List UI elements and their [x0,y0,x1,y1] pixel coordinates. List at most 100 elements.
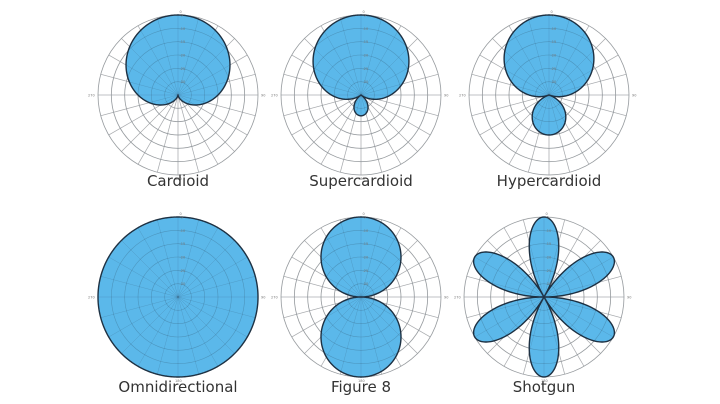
grid-spoke [543,296,585,367]
grid-spoke-overlay [360,219,382,298]
grid-spoke-overlay [503,227,545,298]
grid-ring-overlay [334,270,388,324]
grid-spoke-overlay [487,240,545,298]
db-tick-label: -15 [546,242,552,246]
grid-spoke-overlay [320,296,362,367]
grid-ring-overlay [495,41,603,149]
grid-spoke-overlay [137,296,179,367]
db-tick-label: -25 [363,269,369,273]
grid-ring-overlay [164,283,192,311]
grid-spoke-overlay [340,219,362,298]
db-tick-label: -20 [180,256,186,260]
grid-spoke-overlay [177,54,248,96]
grid-spoke-overlay [474,296,545,338]
angle-tick-label: 0 [363,212,365,216]
grid-spoke [177,94,200,173]
angle-tick-label: 0 [546,212,548,216]
angle-tick-label: 90 [261,94,265,98]
db-tick-label: -30 [363,80,369,84]
grid-ring-overlay [294,28,428,162]
grid-spoke-overlay [177,296,219,367]
grid-spoke-overlay [548,94,590,165]
grid-spoke-overlay [177,25,219,96]
grid-spoke-overlay [291,256,362,298]
grid-spoke-overlay [360,94,418,152]
grid-spoke-overlay [466,276,545,298]
pattern-label: Cardioid [147,172,209,190]
angle-tick-label: 0 [363,10,365,14]
grid-spoke-overlay [479,54,550,96]
grid-spoke-overlay [360,227,402,298]
response-lobe [320,216,402,378]
grid-spoke-overlay [291,296,362,338]
grid-spoke-overlay [177,17,199,96]
grid-spoke-overlay [177,296,235,354]
grid-spoke-overlay [177,94,256,116]
angle-tick-label: 180 [175,177,182,181]
grid-spoke-overlay [360,17,382,96]
db-tick-label: -5 [363,216,367,220]
grid-spoke-overlay [304,38,362,96]
grid-spoke-overlay [548,94,606,152]
grid-ring-overlay [463,216,625,378]
grid-spoke-overlay [177,94,199,173]
grid-ring-overlay [482,28,616,162]
grid-spoke-overlay [528,94,550,173]
grid-spoke-overlay [100,276,179,298]
grid-spoke-overlay [548,17,570,96]
db-tick-label: -30 [546,282,552,286]
grid-ring-overlay [124,243,232,351]
grid-ring-overlay [490,243,598,351]
pattern-label: Figure 8 [331,378,391,396]
grid-spoke-overlay [466,296,545,318]
db-tick-label: -5 [180,14,184,18]
db-tick-label: -15 [363,40,369,44]
angle-tick-label: 180 [358,177,365,181]
grid-ring-overlay [97,14,259,176]
db-tick-label: -10 [551,27,557,31]
grid-ring-overlay [280,216,442,378]
angle-tick-label: 270 [459,94,466,98]
grid-spoke-overlay [360,240,418,298]
grid-spoke-overlay [108,54,179,96]
grid-spoke [503,227,545,298]
grid-spoke-overlay [543,227,585,298]
grid-spoke-overlay [474,256,545,298]
db-tick-label: -10 [546,229,552,233]
grid-spoke-overlay [157,219,179,298]
pattern-label: Hypercardioid [497,172,602,190]
angle-tick-label: 0 [551,10,553,14]
grid-spoke-overlay [100,296,179,318]
grid-spoke-overlay [360,94,382,173]
grid-spoke-overlay [523,219,545,298]
db-tick-label: -20 [546,256,552,260]
db-tick-label: -5 [180,216,184,220]
grid-spoke-overlay [360,94,439,116]
grid-spoke-overlay [304,94,362,152]
grid-ring-overlay [522,68,576,122]
grid-spoke-overlay [320,227,362,298]
grid-spoke-overlay [543,296,601,354]
grid-spoke-overlay [543,296,565,375]
db-tick-label: -15 [551,40,557,44]
grid-spoke [543,227,585,298]
grid-spoke-overlay [291,94,362,136]
response-lobe [312,14,410,117]
grid-spoke-overlay [508,25,550,96]
grid-spoke [479,94,550,136]
grid-spoke-overlay [177,296,199,375]
angle-tick-label: 270 [454,296,461,300]
grid-spoke-overlay [177,276,256,298]
grid-spoke-overlay [121,296,179,354]
grid-spoke-overlay [360,54,431,96]
grid-spoke-overlay [121,94,179,152]
grid-spoke-overlay [157,94,179,173]
grid-spoke-overlay [543,276,622,298]
grid-spoke-overlay [177,94,248,136]
